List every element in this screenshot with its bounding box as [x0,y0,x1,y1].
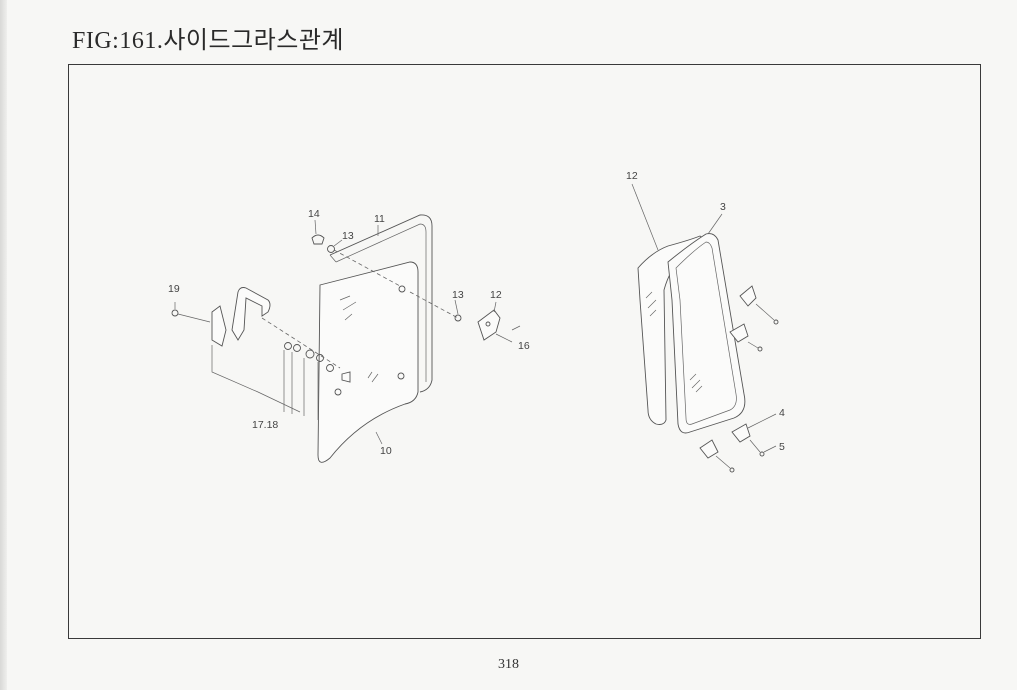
callout-12-left: 12 [490,289,502,301]
callout-17-18: 17.18 [252,419,278,431]
side-glass-assembly-left [171,214,521,463]
callout-13-top: 13 [342,230,354,242]
callout-3: 3 [720,201,726,213]
callout-5: 5 [779,441,785,453]
page-number: 318 [498,657,519,672]
callout-4: 4 [779,407,785,419]
callout-11: 11 [374,213,385,225]
latch-handle [231,287,271,341]
callout-14: 14 [308,208,320,220]
glass-frame-11 [329,214,433,393]
callout-10: 10 [380,445,392,457]
callout-19: 19 [168,283,180,295]
callout-13-right: 13 [452,289,464,301]
side-glass-10 [317,261,419,463]
diagram-frame [68,64,981,639]
latch-bracket [211,305,227,347]
quarter-glass-3 [667,233,746,434]
callout-16: 16 [518,340,530,352]
page-binding-edge [0,0,7,690]
side-glass-assembly-right [637,233,779,473]
hinge-bracket-12 [477,309,501,341]
figure-title: FIG:161.사이드그라스관계 [72,28,344,54]
callout-12-right: 12 [626,170,638,182]
